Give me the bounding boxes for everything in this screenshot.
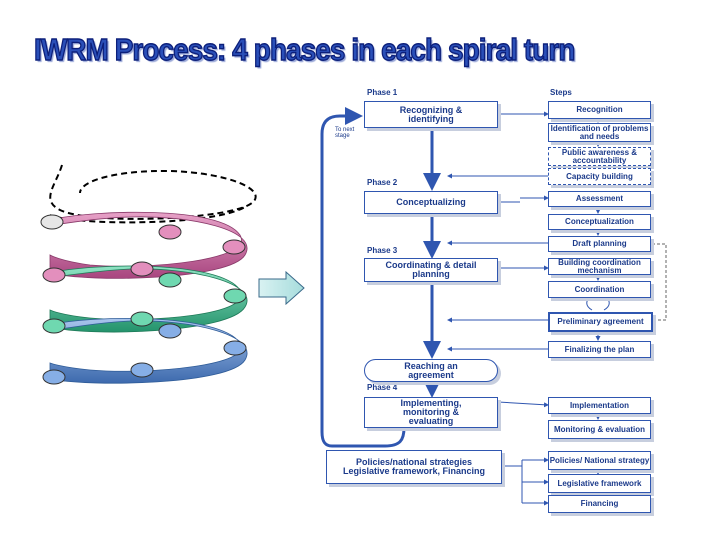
phase-text: Policies/national strategies Legislative… <box>342 457 486 476</box>
node-white <box>40 214 64 230</box>
step-finalizing: Finalizing the plan <box>548 341 651 358</box>
node-blue <box>223 340 247 356</box>
phase-text: Recognizing & identifying <box>399 104 463 124</box>
node-pink <box>222 239 246 255</box>
phase-text: Reaching an agreement <box>404 360 458 380</box>
phase-3-label: Phase 3 <box>367 246 398 255</box>
steps-label: Steps <box>550 88 572 97</box>
step-implementation: Implementation <box>548 397 651 414</box>
right-arrow-icon <box>258 271 305 305</box>
step-identification: Identification of problems and needs <box>548 123 651 142</box>
spiral-nodes <box>40 214 247 385</box>
spiral-illustration <box>40 164 257 385</box>
phase-box-policies: Policies/national strategies Legislative… <box>326 450 502 484</box>
step-legislative: Legislative framework <box>548 474 651 493</box>
step-awareness: Public awareness & accountability <box>548 147 651 166</box>
step-policies: Policies/ National strategy <box>548 451 651 470</box>
to-next-stage-label: To next stage <box>335 127 355 139</box>
step-preliminary: Preliminary agreement <box>548 312 653 332</box>
phase-text: Coordinating & detail planning <box>385 260 477 279</box>
step-financing: Financing <box>548 495 651 513</box>
node-pink <box>130 261 154 277</box>
step-coordination: Coordination <box>548 281 651 298</box>
node-green <box>223 288 247 304</box>
phase-text: Implementing, monitoring & evaluating <box>400 398 462 426</box>
phase-box-coordinating: Coordinating & detail planning <box>364 258 498 282</box>
phase-text: Conceptualizing <box>396 197 466 207</box>
node-green <box>130 311 154 327</box>
node-blue <box>130 362 154 378</box>
step-assessment: Assessment <box>548 191 651 207</box>
page-title: IWRM Process: 4 phases in each spiral tu… <box>33 31 576 67</box>
node-green <box>42 318 66 334</box>
phase-box-recognizing: Recognizing & identifying <box>364 101 498 128</box>
step-capacity: Capacity building <box>548 168 651 185</box>
phase-box-conceptualizing: Conceptualizing <box>364 191 498 214</box>
step-building: Building coordination mechanism <box>548 258 651 275</box>
step-conceptualization: Conceptualization <box>548 214 651 230</box>
step-recognition: Recognition <box>548 101 651 119</box>
phase-2-label: Phase 2 <box>367 178 398 187</box>
node-pink <box>42 267 66 283</box>
step-monitoring: Monitoring & evaluation <box>548 420 651 439</box>
phase-box-implementing: Implementing, monitoring & evaluating <box>364 397 498 428</box>
phase-4-label: Phase 4 <box>367 383 398 392</box>
phase-box-reaching: Reaching an agreement <box>364 359 498 382</box>
node-pink <box>158 224 182 240</box>
node-blue <box>42 369 66 385</box>
node-green <box>158 272 182 288</box>
phase-1-label: Phase 1 <box>367 88 398 97</box>
step-draft: Draft planning <box>548 236 651 252</box>
node-blue <box>158 323 182 339</box>
